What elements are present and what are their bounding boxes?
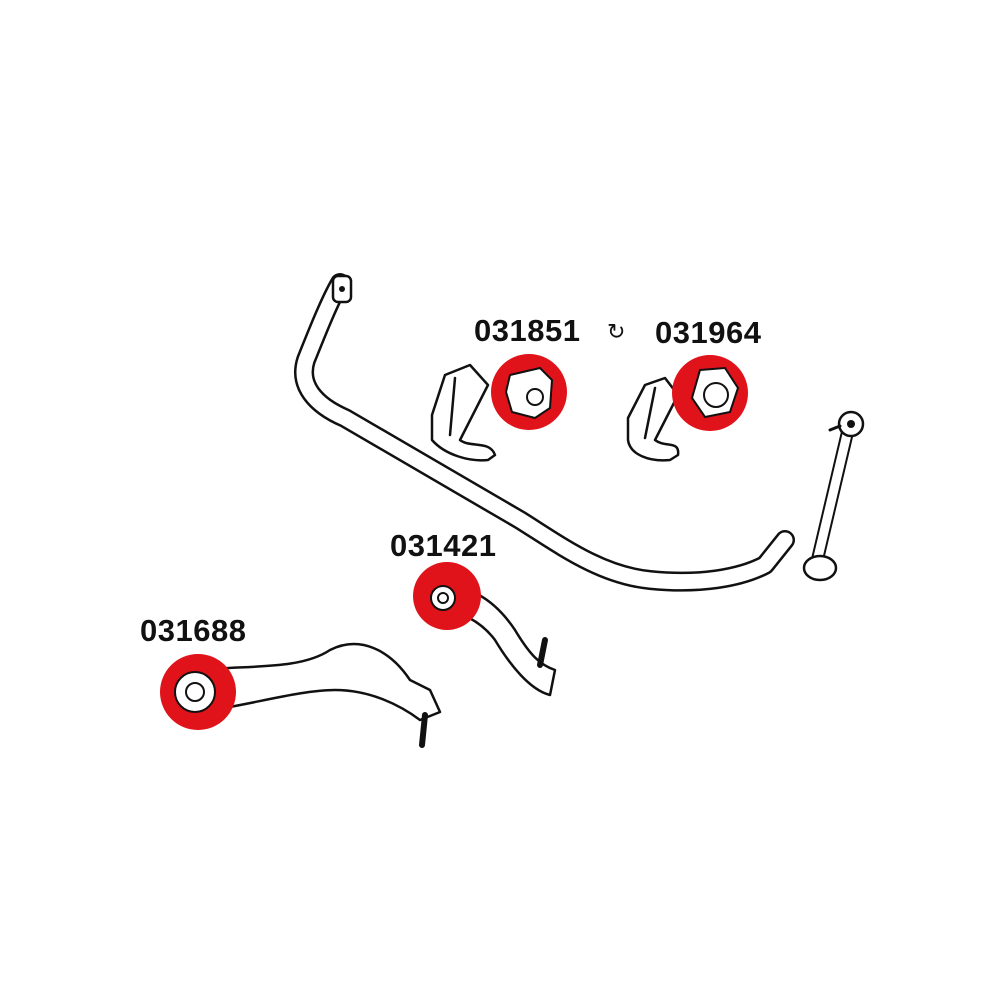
highlight-031851 bbox=[491, 354, 567, 430]
bracket-right bbox=[626, 376, 680, 462]
highlight-031964 bbox=[672, 355, 748, 431]
part-number-031688: 031688 bbox=[140, 613, 247, 648]
control-arm-031688 bbox=[198, 642, 442, 748]
swap-icon: ↻ bbox=[607, 320, 626, 345]
part-number-031964: 031964 bbox=[655, 315, 762, 350]
part-number-031421: 031421 bbox=[390, 528, 497, 563]
highlight-031688 bbox=[160, 654, 236, 730]
bracket-left bbox=[430, 363, 497, 462]
highlight-031421 bbox=[413, 562, 481, 630]
part-number-031851: 031851 bbox=[474, 313, 581, 348]
sway-bar bbox=[294, 273, 795, 592]
end-link bbox=[802, 410, 865, 582]
